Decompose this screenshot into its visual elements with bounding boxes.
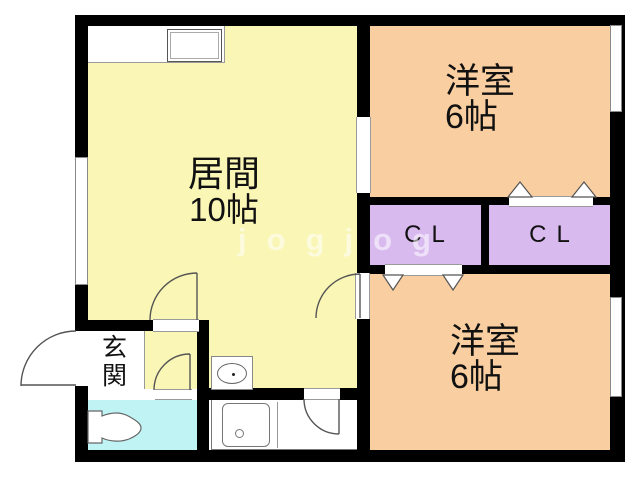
label-bedroom-top: 洋室 6帖	[445, 64, 515, 134]
folding-door-triangle-icon	[508, 182, 532, 197]
door-arc-bathroom	[304, 399, 339, 434]
bedroom-top-name: 洋室	[445, 64, 515, 100]
label-bedroom-bottom: 洋室 6帖	[450, 324, 520, 394]
bedroom-bottom-size: 6帖	[450, 360, 520, 395]
folding-door-triangle-icon	[572, 182, 596, 197]
bedroom-top-size: 6帖	[445, 100, 515, 135]
label-living: 居間 10帖	[154, 156, 294, 226]
toilet-icon	[88, 411, 141, 443]
door-arc-toilet	[154, 354, 190, 390]
door-arc-living-hallway	[150, 273, 197, 320]
bedroom-bottom-name: 洋室	[450, 324, 520, 360]
folding-door-triangle-icon	[383, 275, 403, 290]
living-size: 10帖	[154, 193, 294, 227]
living-name: 居間	[154, 156, 294, 193]
entrance-text: 玄関	[99, 334, 127, 390]
door-arc-living-bedroom	[316, 274, 360, 318]
folding-door-triangle-icon	[443, 275, 463, 290]
label-entrance: 玄関	[99, 334, 125, 390]
door-arc-entrance	[21, 331, 76, 386]
